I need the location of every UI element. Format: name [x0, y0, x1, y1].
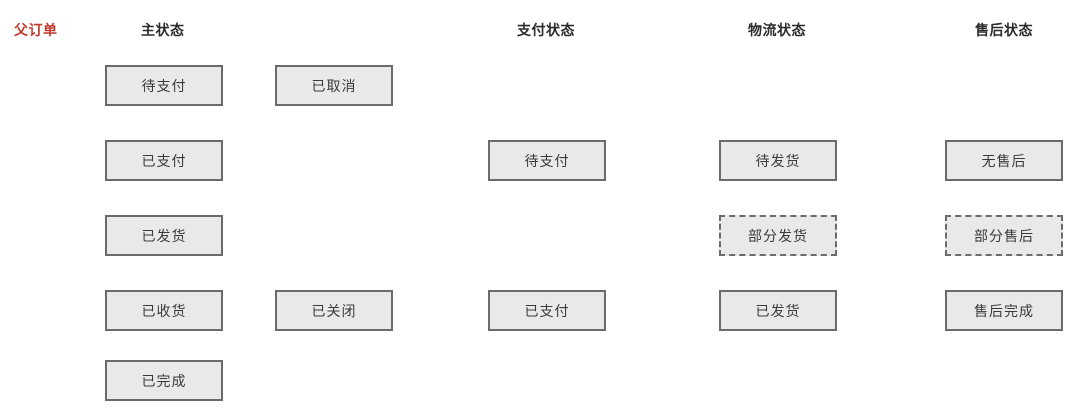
node-label: 已完成	[141, 372, 187, 389]
node-label: 部分发货	[748, 227, 808, 244]
node-l1[interactable]: 待发货	[719, 140, 837, 181]
node-label: 部分售后	[974, 227, 1034, 244]
node-label: 无售后	[981, 152, 1027, 169]
node-m2[interactable]: 已取消	[275, 65, 393, 106]
node-label: 已支付	[141, 152, 187, 169]
node-l2[interactable]: 部分发货	[719, 215, 837, 256]
node-a1[interactable]: 无售后	[945, 140, 1063, 181]
node-p2[interactable]: 已支付	[488, 290, 606, 331]
node-label: 已取消	[311, 77, 357, 94]
column-header-main: 主状态	[141, 22, 185, 38]
node-p1[interactable]: 待支付	[488, 140, 606, 181]
column-header-logistics: 物流状态	[748, 22, 806, 38]
node-m4[interactable]: 已发货	[105, 215, 223, 256]
node-label: 已收货	[141, 302, 187, 319]
node-label: 待发货	[755, 152, 801, 169]
column-header-aftersales: 售后状态	[975, 22, 1033, 38]
node-m3[interactable]: 已支付	[105, 140, 223, 181]
node-label: 已关闭	[311, 302, 357, 319]
node-l3[interactable]: 已发货	[719, 290, 837, 331]
node-label: 售后完成	[974, 302, 1034, 319]
node-a3[interactable]: 售后完成	[945, 290, 1063, 331]
node-m6[interactable]: 已关闭	[275, 290, 393, 331]
column-header-payment: 支付状态	[517, 22, 575, 38]
node-label: 已支付	[524, 302, 570, 319]
node-label: 已发货	[755, 302, 801, 319]
node-label: 待支付	[524, 152, 570, 169]
node-m5[interactable]: 已收货	[105, 290, 223, 331]
node-a2[interactable]: 部分售后	[945, 215, 1063, 256]
node-label: 待支付	[141, 77, 187, 94]
node-m1[interactable]: 待支付	[105, 65, 223, 106]
node-m7[interactable]: 已完成	[105, 360, 223, 401]
row-label-parent-order: 父订单	[14, 22, 58, 38]
node-label: 已发货	[141, 227, 187, 244]
